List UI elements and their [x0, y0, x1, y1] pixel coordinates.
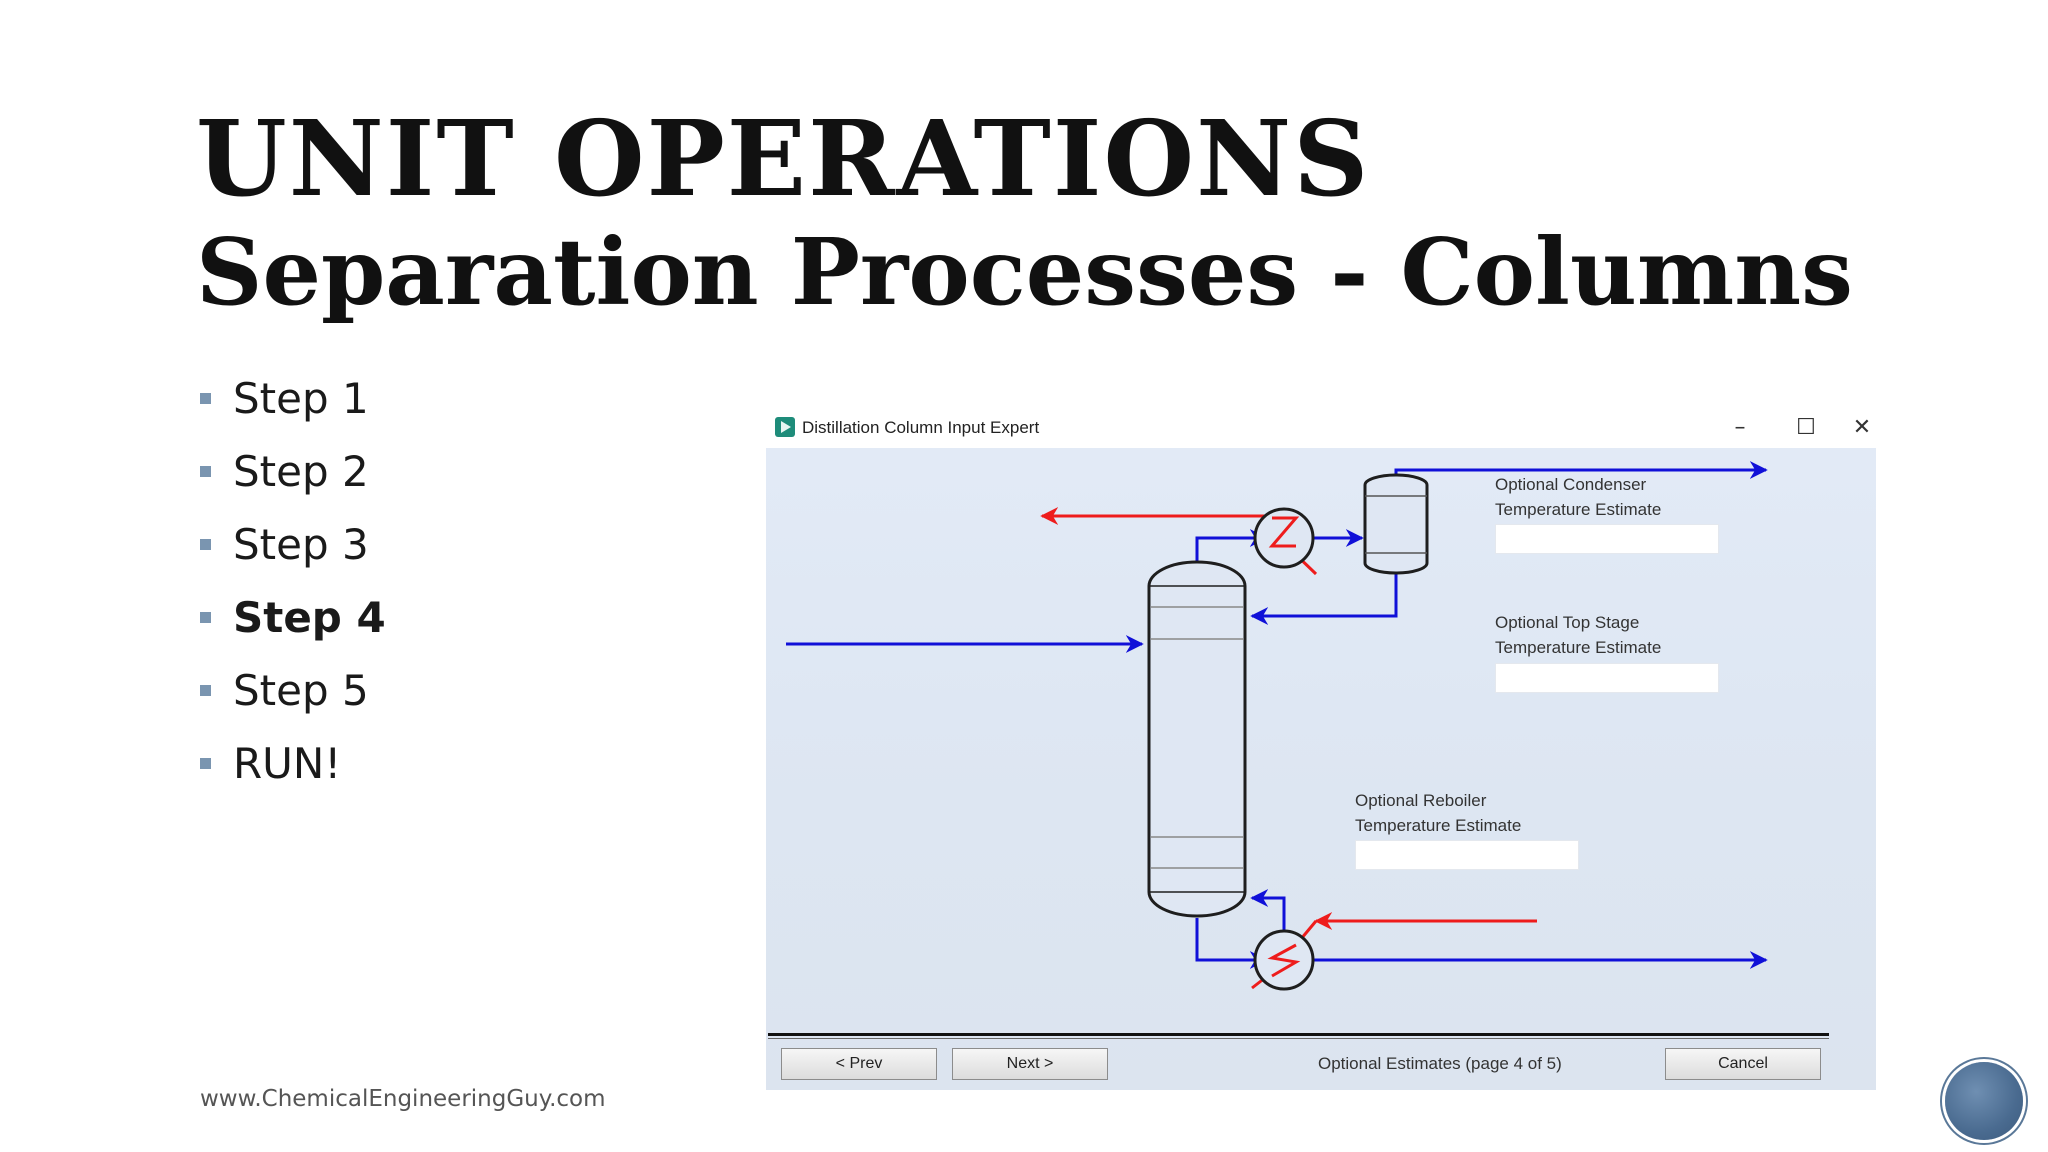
step-item-current: Step 4 [200, 581, 386, 654]
step-label: Step 2 [233, 447, 369, 496]
window-title: Distillation Column Input Expert [802, 418, 1040, 437]
maximize-button[interactable]: ☐ [1796, 414, 1816, 440]
label-line: Optional Condenser [1495, 475, 1647, 494]
reflux-drum [1363, 473, 1429, 575]
condenser-estimate-label: Optional Condenser Temperature Estimate [1495, 472, 1661, 522]
step-label: Step 4 [233, 593, 386, 642]
reboiler-estimate-label: Optional Reboiler Temperature Estimate [1355, 788, 1521, 838]
label-line: Optional Reboiler [1355, 791, 1487, 810]
bottoms-liquid-arrow [1195, 918, 1268, 969]
close-button[interactable]: ✕ [1852, 414, 1872, 440]
reboiler-heat-exchanger [1253, 929, 1315, 991]
boilup-vapor-arrow [1250, 889, 1286, 943]
condenser-temperature-input[interactable] [1495, 524, 1719, 554]
bullet-square-icon [200, 539, 211, 550]
slide-title: UNIT OPERATIONS [196, 97, 1371, 220]
distillation-input-expert-window: Distillation Column Input Expert – ☐ ✕ [766, 406, 1876, 1090]
bullet-square-icon [200, 685, 211, 696]
prev-button[interactable]: < Prev [781, 1048, 937, 1080]
step-list: Step 1 Step 2 Step 3 Step 4 Step 5 RUN! [200, 362, 386, 800]
slide-nav-circle-icon[interactable] [1945, 1062, 2023, 1140]
step-item: RUN! [200, 727, 386, 800]
step-item: Step 2 [200, 435, 386, 508]
bullet-square-icon [200, 393, 211, 404]
bullet-square-icon [200, 466, 211, 477]
condenser-heat-exchanger [1253, 507, 1315, 569]
distillation-flowsheet [786, 461, 1768, 991]
top-stage-estimate-label: Optional Top Stage Temperature Estimate [1495, 610, 1661, 660]
step-item: Step 3 [200, 508, 386, 581]
cancel-button[interactable]: Cancel [1665, 1048, 1821, 1080]
step-label: Step 1 [233, 374, 369, 423]
label-line: Temperature Estimate [1495, 638, 1662, 657]
next-button[interactable]: Next > [952, 1048, 1108, 1080]
label-line: Temperature Estimate [1355, 816, 1522, 835]
step-label: Step 3 [233, 520, 369, 569]
coolant-outlet-arrow [1040, 507, 1279, 528]
website-url: www.ChemicalEngineeringGuy.com [200, 1086, 606, 1112]
top-stage-temperature-input[interactable] [1495, 663, 1719, 693]
bullet-square-icon [200, 758, 211, 769]
wizard-page-status: Optional Estimates (page 4 of 5) [1318, 1054, 1562, 1073]
footer-separator-light [768, 1038, 1829, 1039]
step-label: Step 5 [233, 666, 369, 715]
slide-subtitle: Separation Processes - Columns [196, 218, 1853, 326]
reboiler-temperature-input[interactable] [1355, 840, 1579, 870]
window-titlebar[interactable]: Distillation Column Input Expert – ☐ ✕ [766, 406, 1876, 448]
step-label: RUN! [233, 739, 342, 788]
window-client-area: Optional Condenser Temperature Estimate … [766, 448, 1876, 1090]
app-play-icon [775, 417, 795, 437]
label-line: Optional Top Stage [1495, 613, 1640, 632]
distillation-column [1147, 560, 1247, 918]
step-item: Step 1 [200, 362, 386, 435]
label-line: Temperature Estimate [1495, 500, 1662, 519]
reflux-stream-arrow [1250, 573, 1398, 625]
step-item: Step 5 [200, 654, 386, 727]
footer-separator [768, 1033, 1829, 1036]
bullet-square-icon [200, 612, 211, 623]
minimize-button[interactable]: – [1734, 414, 1746, 440]
